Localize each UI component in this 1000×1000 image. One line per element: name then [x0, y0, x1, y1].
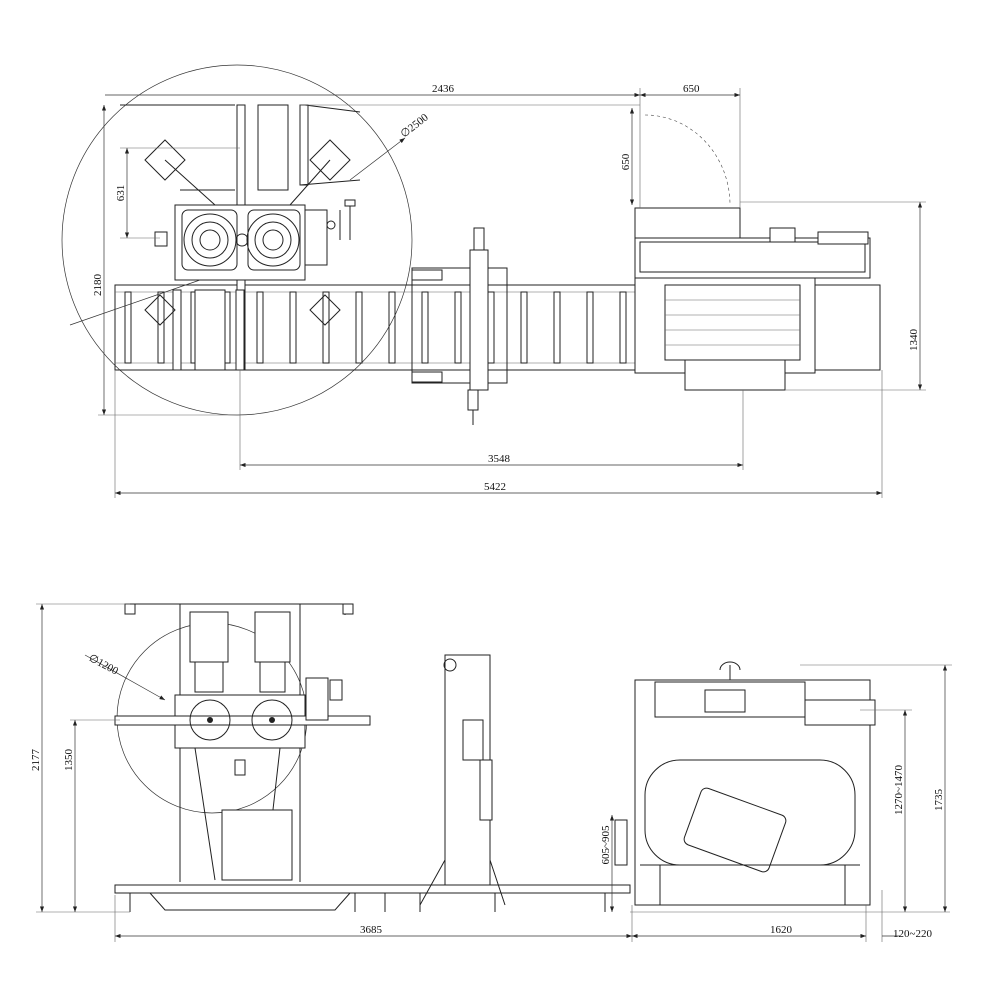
- top-view: 2436 650 650 631 2180 ∅2500 1340 3548 54…: [61, 64, 926, 498]
- conveyor-roller: [124, 291, 132, 364]
- dim-coil-diameter: ∅2500: [398, 111, 431, 140]
- dim-1340: 1340: [908, 329, 920, 352]
- dim-1620: 1620: [770, 924, 793, 936]
- dim-650-vertical: 650: [620, 153, 632, 170]
- conveyor-roller: [322, 291, 330, 364]
- side-view: 2177 1350 ∅1200 605~905 1270~1470 1735 3…: [30, 603, 952, 942]
- conveyor-roller: [586, 291, 594, 364]
- decoiler-side: [114, 603, 371, 882]
- dim-3685: 3685: [360, 924, 383, 936]
- base-rail-side: [114, 884, 631, 912]
- conveyor-top: [114, 284, 641, 371]
- conveyor-roller: [421, 291, 429, 364]
- dim-605-905: 605~905: [600, 825, 612, 864]
- conveyor-roller: [553, 291, 561, 364]
- dim-1350: 1350: [63, 749, 75, 772]
- conveyor-roller: [454, 291, 462, 364]
- conveyor-roller: [487, 291, 495, 364]
- dim-reel-diameter: ∅1200: [87, 652, 121, 678]
- dim-2180: 2180: [92, 274, 104, 297]
- conveyor-roller: [289, 291, 297, 364]
- conveyor-roller: [355, 291, 363, 364]
- conveyor-rail: [115, 291, 640, 364]
- feeder-side: [614, 661, 876, 906]
- conveyor-frame: [114, 284, 641, 371]
- dim-2436: 2436: [432, 83, 455, 95]
- conveyor-roller: [157, 291, 165, 364]
- conveyor-roller: [388, 291, 396, 364]
- dim-650-horizontal: 650: [683, 83, 700, 95]
- conveyor-roller: [520, 291, 528, 364]
- straightener-top: [411, 227, 508, 425]
- feeder-top: [634, 207, 881, 391]
- decoiler-body-top: [154, 204, 336, 281]
- dim-1735: 1735: [933, 789, 945, 812]
- dim-631: 631: [115, 185, 127, 202]
- conveyor-roller: [256, 291, 264, 364]
- conveyor-roller: [619, 291, 627, 364]
- dim-5422: 5422: [484, 481, 506, 493]
- dim-3548: 3548: [488, 453, 511, 465]
- side-dimensions: 2177 1350 ∅1200 605~905 1270~1470 1735 3…: [30, 603, 952, 942]
- dim-1270-1470: 1270~1470: [893, 765, 905, 815]
- dim-120-220: 120~220: [893, 928, 932, 940]
- straightener-side: [419, 654, 506, 906]
- dim-2177: 2177: [30, 749, 42, 772]
